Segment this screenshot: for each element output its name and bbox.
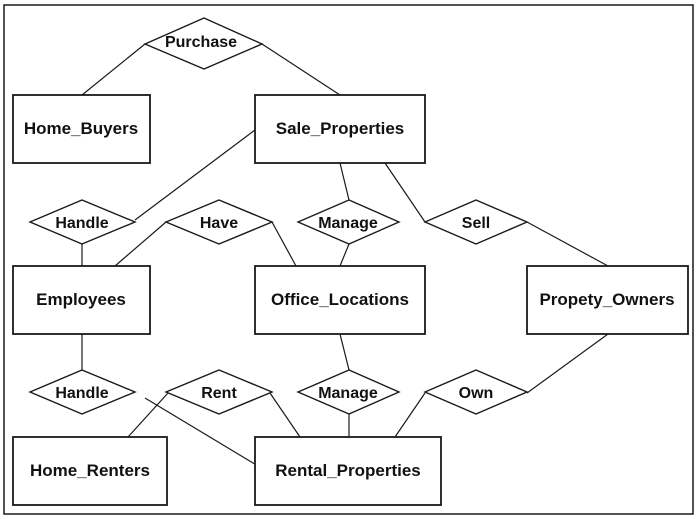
entity-home-buyers-label: Home_Buyers	[24, 119, 138, 138]
line-handle-rental-rental-properties	[144, 397, 259, 467]
line-have-office-locations	[271, 221, 297, 267]
line-have-employees	[114, 221, 167, 267]
line-manage-sale-office-locations	[339, 243, 350, 267]
line-rent-home-renters	[127, 392, 169, 438]
relationship-rent-label: Rent	[201, 385, 237, 402]
relationship-handle-sale: Handle	[28, 199, 137, 245]
relationship-rent: Rent	[164, 369, 274, 415]
entity-employees-label: Employees	[36, 290, 126, 309]
entity-employees: Employees	[12, 265, 151, 335]
relationship-purchase: Purchase	[143, 17, 264, 70]
entity-home-buyers: Home_Buyers	[12, 94, 151, 164]
relationship-sell-label: Sell	[462, 215, 490, 232]
relationship-handle-rental-label: Handle	[55, 385, 108, 402]
line-sell-sale-properties	[384, 162, 426, 223]
entity-rental-properties: Rental_Properties	[254, 436, 442, 506]
relationship-sell: Sell	[423, 199, 529, 245]
entity-office-locations: Office_Locations	[254, 265, 426, 335]
line-handle-sale-properties	[134, 129, 256, 221]
entity-property-owners: Propety_Owners	[526, 265, 689, 335]
relationship-manage-sale: Manage	[296, 199, 401, 245]
line-purchase-home-buyers	[81, 43, 146, 96]
line-purchase-sale-properties	[261, 43, 341, 96]
entity-home-renters: Home_Renters	[12, 436, 168, 506]
line-manage-sale-sale-properties	[339, 162, 350, 201]
relationship-manage-sale-label: Manage	[318, 215, 378, 232]
relationship-have-label: Have	[200, 215, 238, 232]
relationship-handle-sale-label: Handle	[55, 215, 108, 232]
connectors	[81, 43, 609, 467]
entity-property-owners-label: Propety_Owners	[539, 290, 674, 309]
relationship-manage-rental: Manage	[296, 369, 401, 415]
line-own-property-owners	[526, 333, 609, 394]
entity-home-renters-label: Home_Renters	[30, 461, 150, 480]
relationship-own: Own	[423, 369, 529, 415]
relationship-have: Have	[164, 199, 274, 245]
entity-office-locations-label: Office_Locations	[271, 290, 409, 309]
relationship-purchase-label: Purchase	[165, 34, 237, 51]
entity-sale-properties: Sale_Properties	[254, 94, 426, 164]
line-rent-rental-properties	[269, 392, 301, 438]
line-sell-property-owners	[526, 221, 609, 267]
relationship-manage-rental-label: Manage	[318, 385, 378, 402]
entity-sale-properties-label: Sale_Properties	[276, 119, 405, 138]
entity-rental-properties-label: Rental_Properties	[275, 461, 421, 480]
line-office-locations-manage-rental	[339, 333, 350, 371]
relationship-own-label: Own	[459, 385, 494, 402]
relationship-handle-rental: Handle	[28, 369, 137, 415]
line-own-rental-properties	[394, 392, 426, 438]
